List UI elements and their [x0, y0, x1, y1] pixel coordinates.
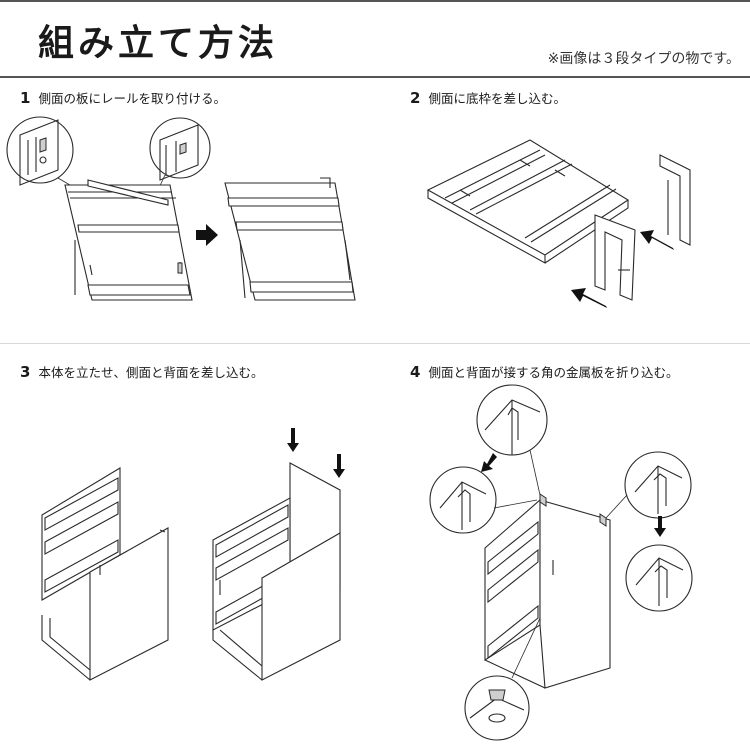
step-1-detail-left	[6, 116, 76, 189]
step-1-number: 1	[20, 89, 31, 107]
step-1-panel-after	[224, 177, 356, 301]
step-4-arrow-down-icon	[654, 516, 666, 537]
image-note: ※画像は３段タイプの物です。	[547, 51, 740, 67]
step-4-caption: 4 側面と背面が接する角の金属板を折り込む。	[410, 362, 678, 381]
step-1-arrow-icon	[196, 224, 218, 246]
step-1-caption: 1 側面の板にレールを取り付ける。	[20, 88, 226, 107]
step-4-text: 側面と背面が接する角の金属板を折り込む。	[428, 365, 679, 380]
step-2-illustration	[426, 139, 691, 308]
step-1-illustration	[6, 116, 356, 301]
step-2-caption: 2 側面に底枠を差し込む。	[410, 88, 566, 107]
step-3-arrow-left-icon	[287, 428, 299, 452]
step-2-side-panel-right	[659, 154, 691, 246]
step-2-arrow-upper-icon	[640, 230, 674, 250]
step-4-cabinet	[484, 493, 611, 689]
step-1-panel-before	[64, 179, 193, 301]
step-2-base-frame	[426, 139, 630, 264]
section-divider	[0, 343, 750, 344]
step-3-number: 3	[20, 363, 31, 381]
top-border	[0, 0, 750, 2]
step-2-arrow-lower-icon	[571, 288, 607, 308]
step-3-caption: 3 本体を立たせ、側面と背面を差し込む。	[20, 362, 263, 381]
page-title: 組み立て方法	[38, 23, 279, 64]
step-4-detail-left	[429, 466, 538, 534]
step-2-side-panel-left	[594, 214, 636, 301]
step-4-arrow-left-icon	[481, 453, 497, 472]
step-4-number: 4	[410, 363, 421, 381]
step-2-number: 2	[410, 89, 421, 107]
step-3-text: 本体を立たせ、側面と背面を差し込む。	[38, 365, 264, 380]
step-4-illustration	[429, 384, 693, 741]
step-3-cabinet-assembled	[212, 462, 341, 681]
step-4-detail-right-top	[605, 451, 692, 519]
step-4-detail-top	[476, 384, 548, 496]
step-4-detail-bottom	[464, 617, 541, 741]
step-3-arrow-right-icon	[333, 454, 345, 478]
step-2-text: 側面に底枠を差し込む。	[428, 91, 566, 106]
step-4-detail-right-bottom	[625, 544, 693, 612]
step-3-illustration	[41, 428, 345, 681]
step-3-cabinet-open	[41, 467, 169, 681]
step-1-text: 側面の板にレールを取り付ける。	[38, 91, 226, 106]
header-rule	[0, 76, 750, 78]
step-1-detail-right	[149, 117, 211, 191]
